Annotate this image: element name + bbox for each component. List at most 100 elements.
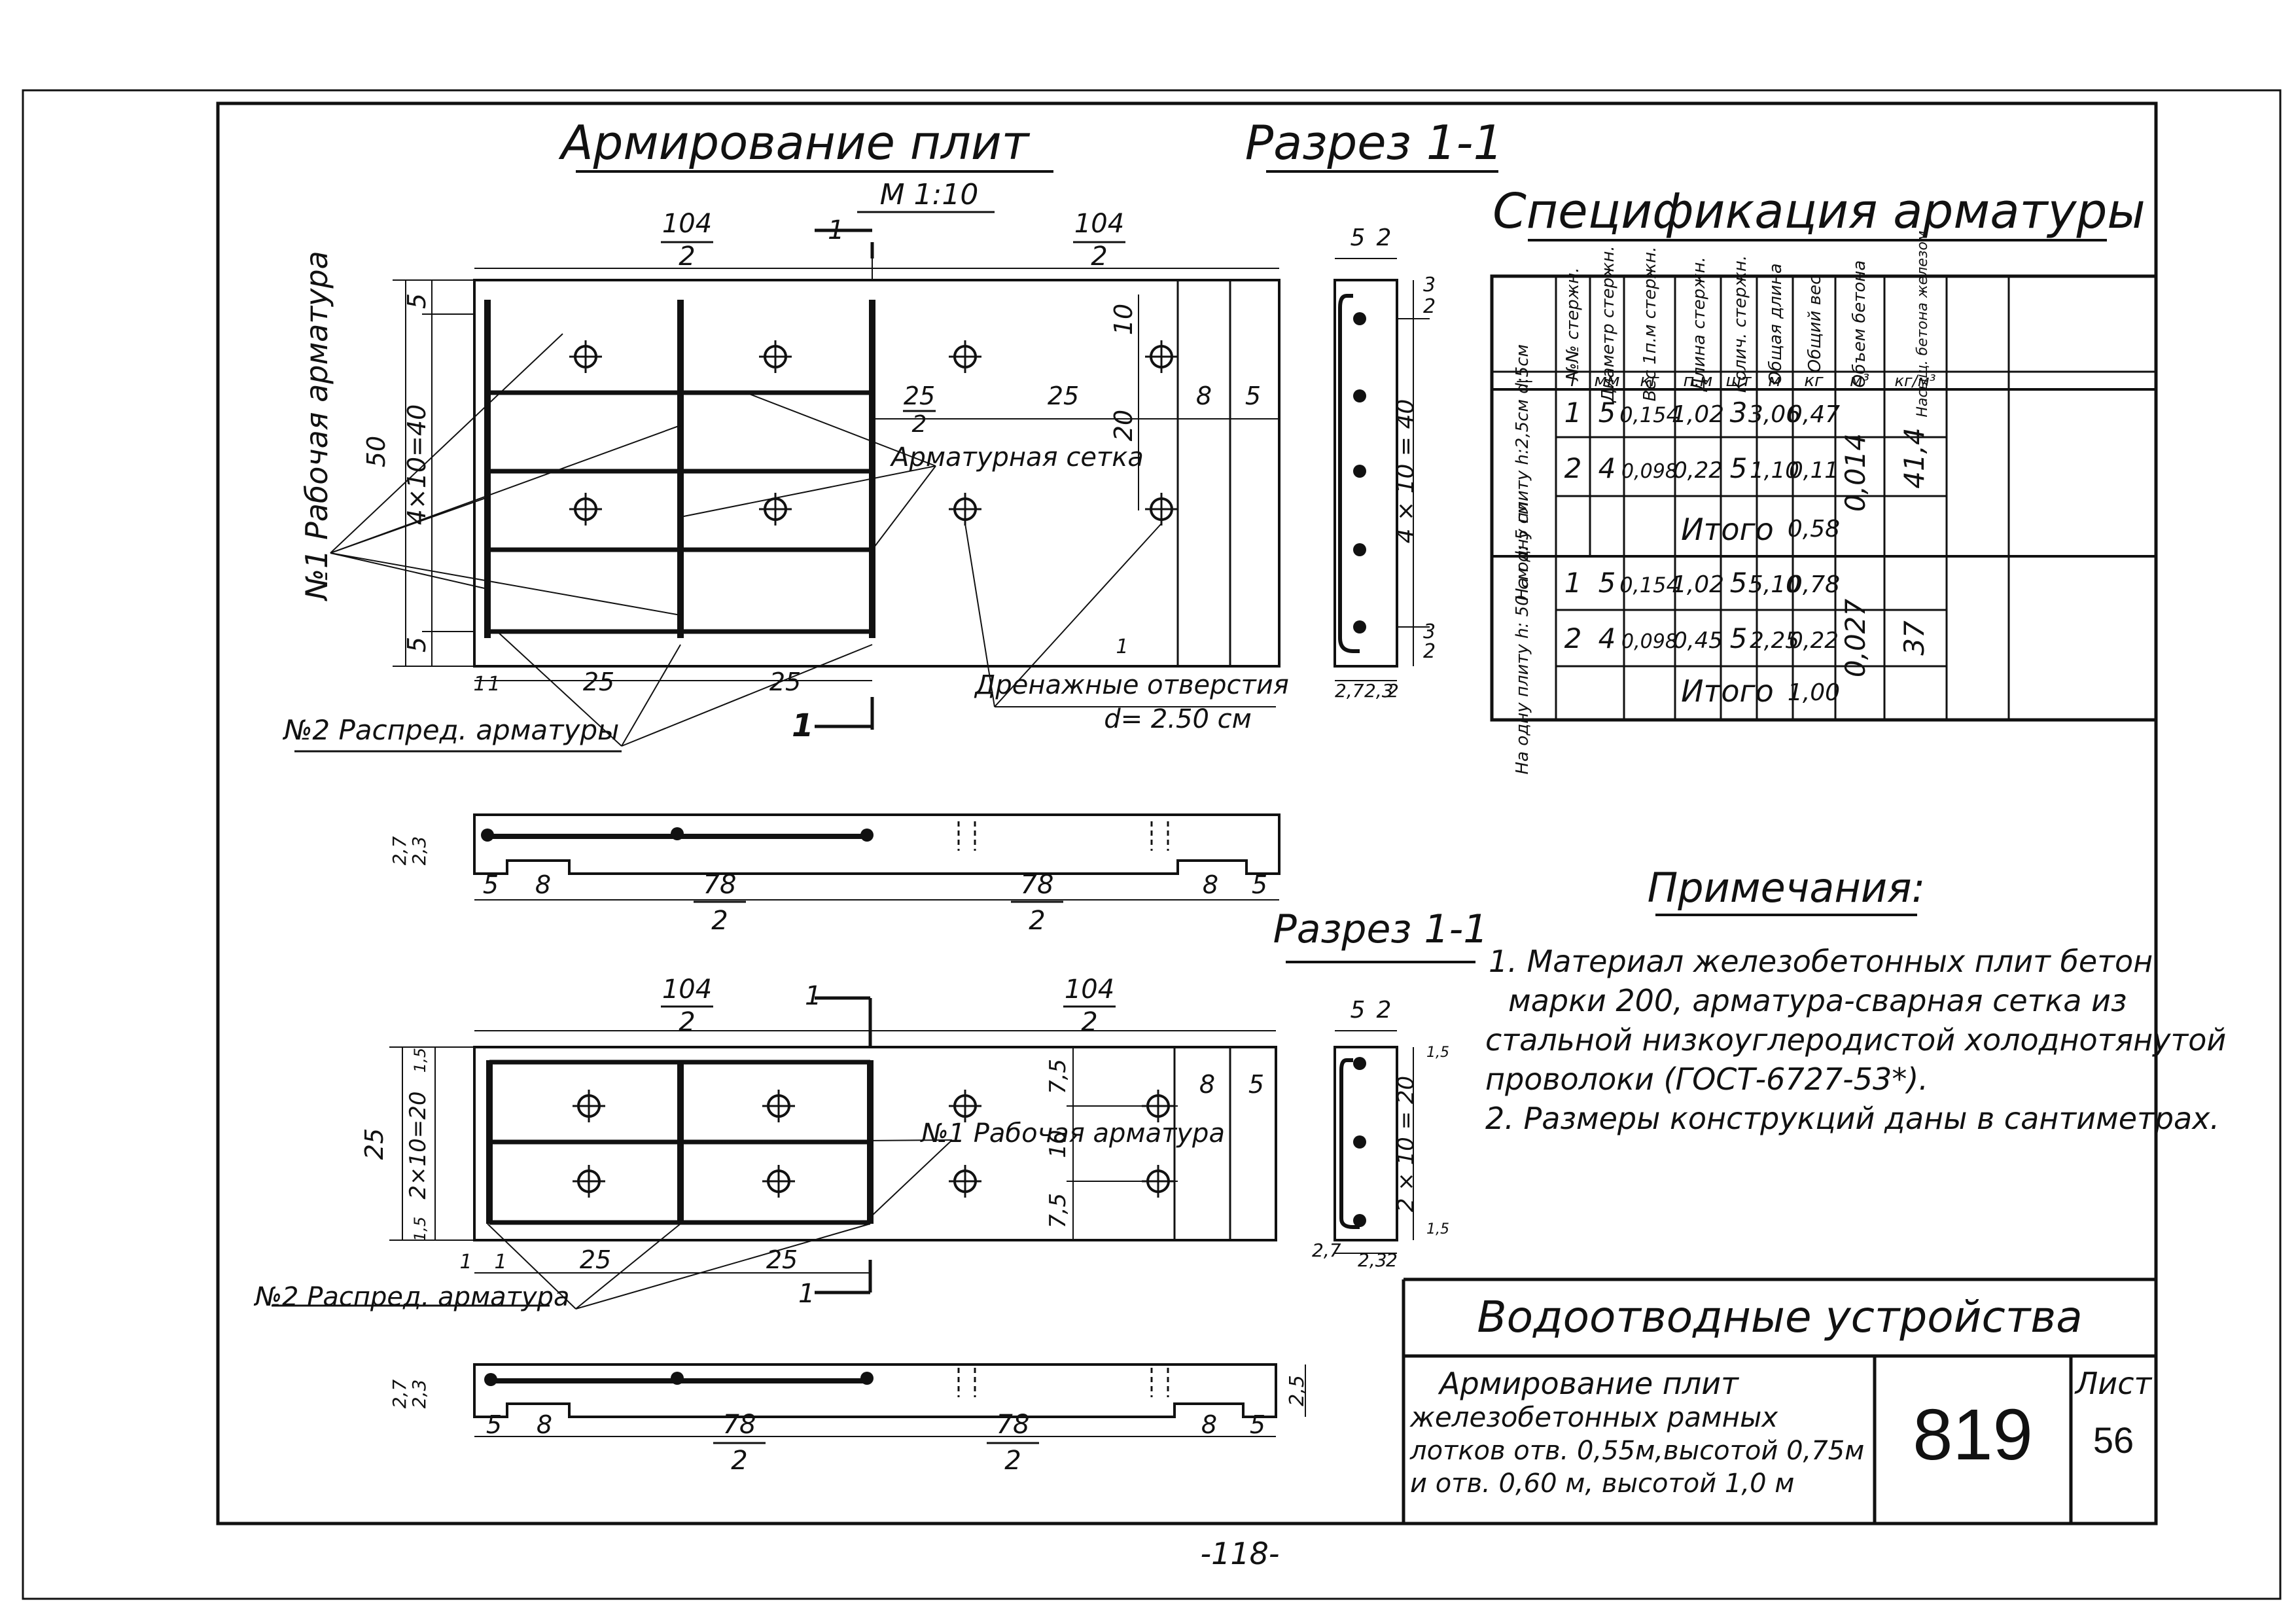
- cell: 5: [1598, 397, 1616, 429]
- group2-label: На одну плиту h: 50 см d: 5 см: [1513, 502, 1532, 775]
- spec-title: Спецификация арматуры: [1492, 183, 2146, 240]
- dim-25: 25: [904, 382, 935, 410]
- drainage-hole: [949, 340, 981, 373]
- dim-5: 5: [483, 870, 499, 899]
- dim-2-3: 2,3: [1358, 1249, 1387, 1271]
- dim-5: 5: [1250, 1410, 1265, 1439]
- header-nn: №№ стержн.: [1563, 268, 1583, 382]
- dim-5: 5: [1351, 224, 1366, 251]
- unit: кг: [1804, 371, 1824, 391]
- group2-total-label: Итого: [1681, 673, 1774, 709]
- dim-7-5: 7,5: [1045, 1193, 1071, 1228]
- cell: 1: [1564, 567, 1582, 599]
- dim-104: 104: [662, 974, 712, 1005]
- stamp-sheet-number: 56: [2093, 1419, 2134, 1461]
- drainage-hole: [573, 1090, 605, 1122]
- dim-2: 2: [1029, 906, 1045, 936]
- dim-2-3: 2,3: [408, 1380, 430, 1409]
- spec-table: №№ стержн. Диаметр стержн. Вес 1п.м стер…: [1490, 230, 2158, 775]
- dim-1: 1: [459, 1251, 472, 1274]
- stamp-number: 819: [1913, 1395, 2033, 1475]
- dim-4x10: 4×10=40: [402, 404, 431, 526]
- unit: I: [1570, 371, 1576, 391]
- drainage-hole: [573, 1165, 605, 1198]
- dim-104: 104: [662, 209, 712, 239]
- dim-2: 2: [1386, 1249, 1398, 1271]
- cell: 0,154: [1619, 402, 1680, 427]
- group1-label: На одну плиту h:2,5см d:5см: [1513, 344, 1532, 601]
- label-rabochaya-armatura: №1 Рабочая арматура: [299, 251, 334, 602]
- dim-25: 25: [1048, 382, 1079, 410]
- dim-2-7: 2,7: [389, 1380, 410, 1409]
- dim-8: 8: [537, 1410, 552, 1439]
- cell: 5,10: [1748, 571, 1801, 598]
- bottom-plan-view: 104 2 104 2 1 1 25 1,5 2×10=20 1,5 7,5 1…: [253, 974, 1277, 1312]
- dim-2: 2: [1423, 640, 1436, 663]
- section-title-bottom: Разрез 1-1: [1273, 906, 1489, 952]
- dim-1-5: 1,5: [1426, 1221, 1449, 1238]
- dim-2-7: 2,7: [1312, 1240, 1341, 1261]
- dim-2: 2: [1423, 295, 1436, 318]
- group1-total: 0,58: [1788, 516, 1840, 543]
- group2-total: 1,00: [1788, 679, 1840, 706]
- unit: п.м: [1684, 371, 1713, 391]
- drainage-hole: [762, 1165, 795, 1198]
- unit: м: [1768, 371, 1781, 391]
- dim-10: 10: [1109, 304, 1138, 335]
- group1-volume: 0,014: [1839, 433, 1871, 512]
- top-plan-view: 104 2 104 2 1 1 5 50 4×10=40 5 10 20 25 …: [283, 209, 1289, 753]
- label-drenazhnye-otverstiya: Дренажные отверстия: [974, 670, 1289, 700]
- cell: 0,098: [1621, 460, 1678, 483]
- dim-50: 50: [362, 436, 391, 467]
- cell: 0,11: [1789, 457, 1839, 484]
- top-elevation-view: 2,7 2,3 5 8 78 2 78 2 8 5: [389, 813, 1280, 936]
- cut-mark-bottom: 1: [798, 1279, 815, 1309]
- dim-5: 5: [1248, 1070, 1264, 1099]
- bottom-elevation-view: 2,7 2,3 5 8 78 2 78 2 8 5 2,5: [389, 1363, 1309, 1476]
- dim-5: 5: [402, 637, 431, 652]
- drainage-hole: [1145, 493, 1178, 526]
- cell: 0,45: [1673, 628, 1723, 654]
- dim-1: 1: [1116, 635, 1128, 658]
- drainage-hole: [949, 493, 981, 526]
- dim-2-3: 2,3: [408, 836, 430, 866]
- dim-8: 8: [535, 870, 551, 899]
- cell: 2,25: [1750, 628, 1799, 654]
- dim-8: 8: [1196, 382, 1212, 410]
- dim-25: 25: [766, 1245, 798, 1274]
- dim-5: 5: [1351, 997, 1366, 1024]
- bottom-section-view: 5 2 1,5 2 × 10 = 20 1,5 2,7 2,3 2: [1312, 997, 1449, 1271]
- dim-25: 25: [360, 1128, 389, 1160]
- drainage-hole: [762, 1090, 795, 1122]
- dim-5: 5: [1252, 870, 1267, 899]
- dim-1-5: 1,5: [1426, 1044, 1449, 1061]
- unit: кг: [1640, 371, 1659, 391]
- dim-78: 78: [703, 870, 737, 900]
- cell: 1,10: [1750, 457, 1799, 484]
- dim-3: 3: [1423, 274, 1436, 296]
- group1-saturation: 41,4: [1898, 427, 1930, 489]
- dim-2: 2: [1377, 224, 1392, 251]
- stamp-desc-line: лотков отв. 0,55м,высотой 0,75м: [1409, 1436, 1864, 1466]
- scale-label: М 1:10: [880, 178, 979, 211]
- group1-total-label: Итого: [1681, 512, 1774, 547]
- unit: мм: [1594, 371, 1619, 391]
- dim-2: 2: [1081, 1007, 1097, 1037]
- header-total-length: Общая длина: [1766, 263, 1786, 384]
- unit: м³: [1850, 371, 1869, 391]
- cell: 4: [1598, 452, 1616, 484]
- header-volume: Объем бетона: [1850, 260, 1869, 388]
- header-weight: Вес 1п.м стержн.: [1640, 247, 1660, 402]
- table-row: 2 4 0,098 0,45 5 2,25 0,22: [1564, 622, 1839, 654]
- label-raspred-armatury: №2 Распред. арматуры: [283, 714, 620, 746]
- drawing-frame: [216, 101, 2158, 1525]
- dim-78: 78: [723, 1410, 756, 1440]
- label-raspred-armatura: №2 Распред. арматура: [253, 1282, 569, 1312]
- table-row: 2 4 0,098 0,22 5 1,10 0,11: [1564, 452, 1839, 484]
- cell: 0,78: [1788, 571, 1840, 598]
- unit: шт: [1726, 371, 1752, 391]
- dim-78: 78: [1021, 870, 1054, 900]
- unit: —: [1516, 371, 1533, 391]
- cell: 1,02: [1672, 401, 1724, 428]
- dim-2: 2: [1377, 997, 1392, 1024]
